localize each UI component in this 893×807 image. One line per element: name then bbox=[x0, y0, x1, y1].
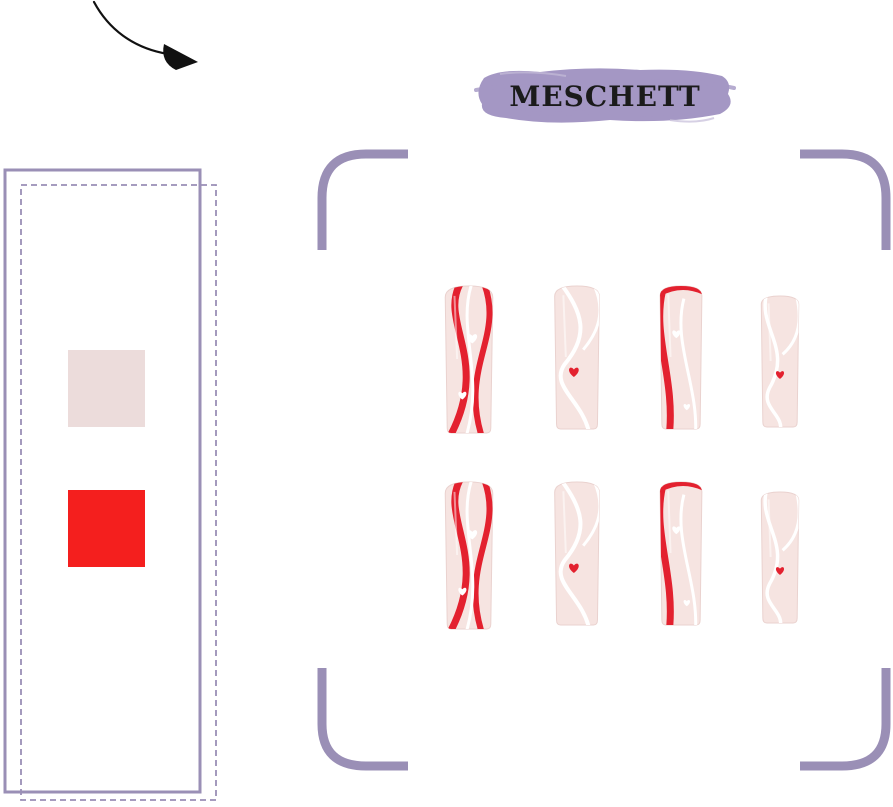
color-swatch-panel bbox=[3, 168, 217, 801]
brand-label: MESCHETT bbox=[470, 60, 740, 132]
nail-row1-3 bbox=[659, 285, 703, 430]
nail-row1-4 bbox=[760, 295, 800, 428]
nail-row2-1 bbox=[444, 481, 494, 630]
curved-arrow-icon bbox=[92, 0, 198, 70]
swatch-red bbox=[68, 490, 145, 567]
frame-corner-top-left bbox=[317, 149, 408, 250]
swatch-nude bbox=[68, 350, 145, 427]
nail-row2-3 bbox=[659, 481, 703, 626]
nail-row1-2 bbox=[554, 285, 600, 430]
product-frame bbox=[317, 149, 891, 771]
nail-row1-1 bbox=[444, 285, 494, 434]
brush-stroke-background bbox=[474, 68, 736, 123]
frame-corner-bottom-right bbox=[800, 668, 891, 771]
nail-row2-2 bbox=[554, 481, 600, 626]
nail-row2-4 bbox=[760, 491, 800, 624]
brand-name: MESCHETT bbox=[509, 79, 701, 113]
frame-corner-bottom-left bbox=[317, 668, 408, 771]
frame-corner-top-right bbox=[800, 149, 891, 250]
